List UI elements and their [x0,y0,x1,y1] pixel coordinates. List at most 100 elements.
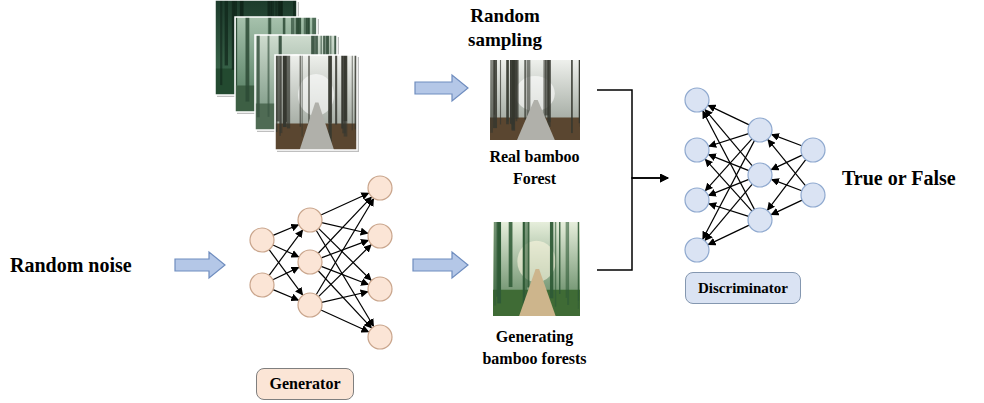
bamboo-trunk [527,222,529,287]
input-label: Random noise [10,252,132,278]
photo-sky [490,60,580,140]
network-link [768,160,806,210]
bamboo-trunk [276,55,278,132]
neuron [368,176,392,200]
bamboo-trunk [580,60,581,127]
network-link [273,245,299,257]
bamboo-trunk [515,60,519,119]
bamboo-trunk [328,55,331,143]
bamboo-trunk [268,35,270,117]
bamboo-trunk [335,55,337,125]
network-link [318,197,371,253]
bamboo-trunk [352,55,353,130]
photo-path [517,100,555,140]
network-link [273,290,298,301]
bamboo-trunk [494,222,496,306]
component-label: Discriminator [685,272,801,304]
bamboo-trunk [497,222,501,303]
bamboo-trunk [328,55,332,123]
bamboo-trunk [344,55,348,137]
network-link [708,105,749,124]
bamboo-trunk [509,222,513,287]
network-link [322,292,368,303]
sampling-arrow [415,75,468,101]
bamboo-trunk [300,55,301,127]
bamboo-trunk [523,222,525,296]
network-link [318,271,371,328]
network-link [316,199,373,295]
network-link [709,134,749,147]
bamboo-trunk [578,222,579,309]
bamboo-trunk [559,222,560,294]
bamboo-photo [493,222,580,316]
bamboo-trunk [232,0,235,70]
network-link [705,139,752,191]
neuron [298,293,322,317]
bamboo-trunk [490,60,493,133]
neuron [801,138,825,162]
sampling-label: Random sampling [455,4,555,52]
neuron [685,188,709,212]
bamboo-trunk [225,0,228,65]
bamboo-trunk [510,60,512,124]
bamboo-trunk [555,222,556,307]
network-link [771,155,802,170]
output-label: True or False [842,165,956,191]
neuron [685,238,709,262]
bamboo-trunk [236,17,237,86]
merge-connector [597,178,668,270]
bamboo-trunk [280,55,283,133]
network-link [709,204,749,217]
bamboo-trunk [550,222,553,298]
neuron [801,183,825,207]
bamboo-photo [490,60,580,140]
photo-frame [275,55,357,150]
network-link [705,159,752,211]
network-link [771,200,802,215]
generator-network: Generator [245,172,397,402]
network-link [703,111,755,209]
component-label: Generator [256,368,353,400]
neuron [685,138,709,162]
neuron [748,163,772,187]
network-link [321,310,369,332]
neuron [368,325,392,349]
network-link [703,141,755,239]
neuron [685,88,709,112]
input-arrow [175,252,225,278]
bamboo-trunk [257,35,260,117]
generated-image-panel: Generating bamboo forests [472,222,597,372]
neuron [748,118,772,142]
bamboo-trunk [507,60,508,121]
bamboo-trunk [566,222,567,298]
neuron [748,208,772,232]
image-caption: Generating bamboo forests [472,326,597,370]
network-link [319,245,372,297]
photo-path [519,269,556,316]
bamboo-trunk [493,60,497,128]
bamboo-trunk [341,55,343,128]
discriminator-network-drawing [685,88,825,262]
block-arrow [413,252,468,278]
network-link [322,223,368,234]
discriminator-network: Discriminator [670,82,832,308]
network-link [708,225,749,244]
network-link [273,225,298,236]
bamboo-trunk [571,60,573,133]
network-link [709,179,749,195]
neuron [298,208,322,232]
merge-connector [597,90,668,178]
neuron [368,277,392,301]
neuron [250,273,274,297]
image-caption: Real bamboo Forest [472,146,597,190]
bamboo-trunk [578,222,579,301]
network-link [319,228,372,280]
network-link [768,140,806,186]
neuron [298,250,322,274]
bamboo-trunk [246,17,250,102]
bamboo-trunk [506,60,509,124]
bamboo-trunk [579,60,580,119]
bamboo-trunk [523,222,525,308]
